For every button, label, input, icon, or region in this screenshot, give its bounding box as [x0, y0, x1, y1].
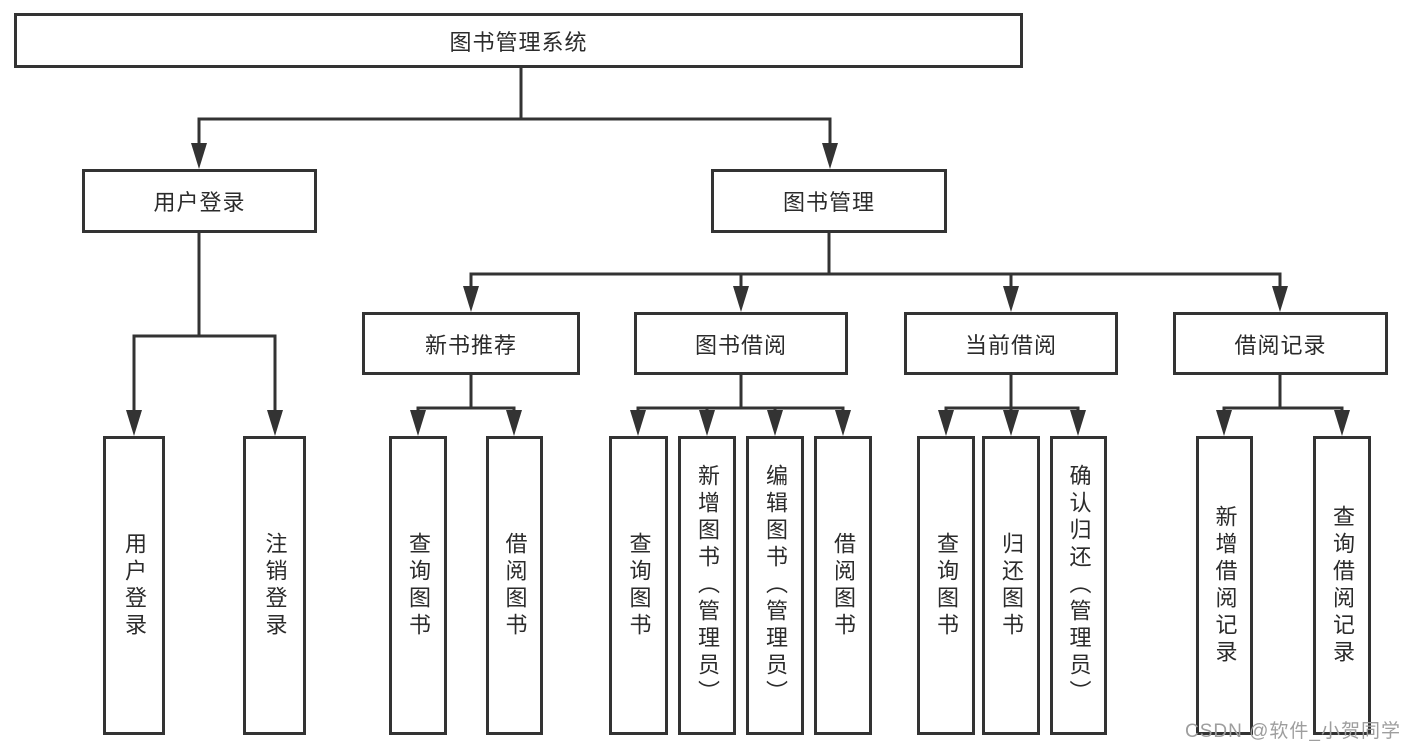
connector-user-login-children — [132, 231, 277, 414]
node-leaf-logout: 注销登录 — [243, 436, 306, 735]
node-label: 归还图书 — [999, 531, 1024, 640]
node-leaf-borrow-books: 借阅图书 — [814, 436, 872, 735]
node-leaf-add-books-admin: 新增图书（管理员） — [678, 436, 736, 735]
connector-book-mgmt-children — [469, 231, 1282, 290]
node-label: 确认归还（管理员） — [1066, 464, 1092, 707]
node-borrow-records: 借阅记录 — [1173, 312, 1388, 375]
node-label: 图书管理 — [782, 190, 875, 215]
csdn-watermark: CSDN @软件_小贺同学 — [1185, 721, 1401, 742]
node-label: 新增借阅记录 — [1212, 504, 1238, 667]
node-label: 查询图书 — [406, 531, 431, 640]
node-label: 借阅图书 — [831, 531, 856, 640]
node-leaf-query-books-borrow: 查询图书 — [609, 436, 668, 735]
node-leaf-return-books: 归还图书 — [982, 436, 1040, 735]
node-leaf-query-books-current: 查询图书 — [917, 436, 975, 735]
node-leaf-edit-books-admin: 编辑图书（管理员） — [746, 436, 804, 735]
connector-book-borrow-children — [636, 373, 845, 414]
node-new-book-recommend: 新书推荐 — [362, 312, 580, 375]
node-label: 图书管理系统 — [449, 29, 588, 55]
node-label: 图书借阅 — [694, 332, 787, 358]
node-leaf-user-login: 用户登录 — [103, 436, 165, 735]
node-label: 查询图书 — [626, 531, 652, 640]
node-label: 当前借阅 — [964, 332, 1057, 358]
node-library-system-root: 图书管理系统 — [14, 13, 1023, 68]
node-label: 查询图书 — [934, 531, 959, 640]
node-leaf-query-borrow-record: 查询借阅记录 — [1313, 436, 1371, 735]
node-label: 新增图书（管理员） — [695, 464, 720, 707]
arrowheads — [126, 143, 1350, 436]
node-label: 借阅记录 — [1234, 332, 1327, 358]
node-label: 注销登录 — [262, 531, 288, 640]
node-book-borrow: 图书借阅 — [634, 312, 848, 375]
node-label: 新书推荐 — [424, 332, 517, 358]
node-leaf-borrow-books-recommend: 借阅图书 — [486, 436, 543, 735]
node-leaf-query-books-recommend: 查询图书 — [389, 436, 447, 735]
connector-current-borrow-children — [944, 373, 1080, 414]
node-current-borrow: 当前借阅 — [904, 312, 1118, 375]
node-leaf-add-borrow-record: 新增借阅记录 — [1196, 436, 1253, 735]
node-label: 用户登录 — [153, 190, 246, 215]
connector-root-to-level1 — [197, 66, 832, 147]
node-label: 查询借阅记录 — [1330, 504, 1355, 667]
node-book-management: 图书管理 — [711, 169, 947, 233]
connector-borrow-records-children — [1222, 373, 1344, 414]
node-label: 借阅图书 — [502, 531, 528, 640]
node-label: 用户登录 — [122, 531, 147, 640]
node-leaf-confirm-return-admin: 确认归还（管理员） — [1050, 436, 1107, 735]
connector-new-book-children — [416, 373, 516, 414]
node-label: 编辑图书（管理员） — [763, 464, 788, 707]
node-user-login: 用户登录 — [82, 169, 317, 233]
